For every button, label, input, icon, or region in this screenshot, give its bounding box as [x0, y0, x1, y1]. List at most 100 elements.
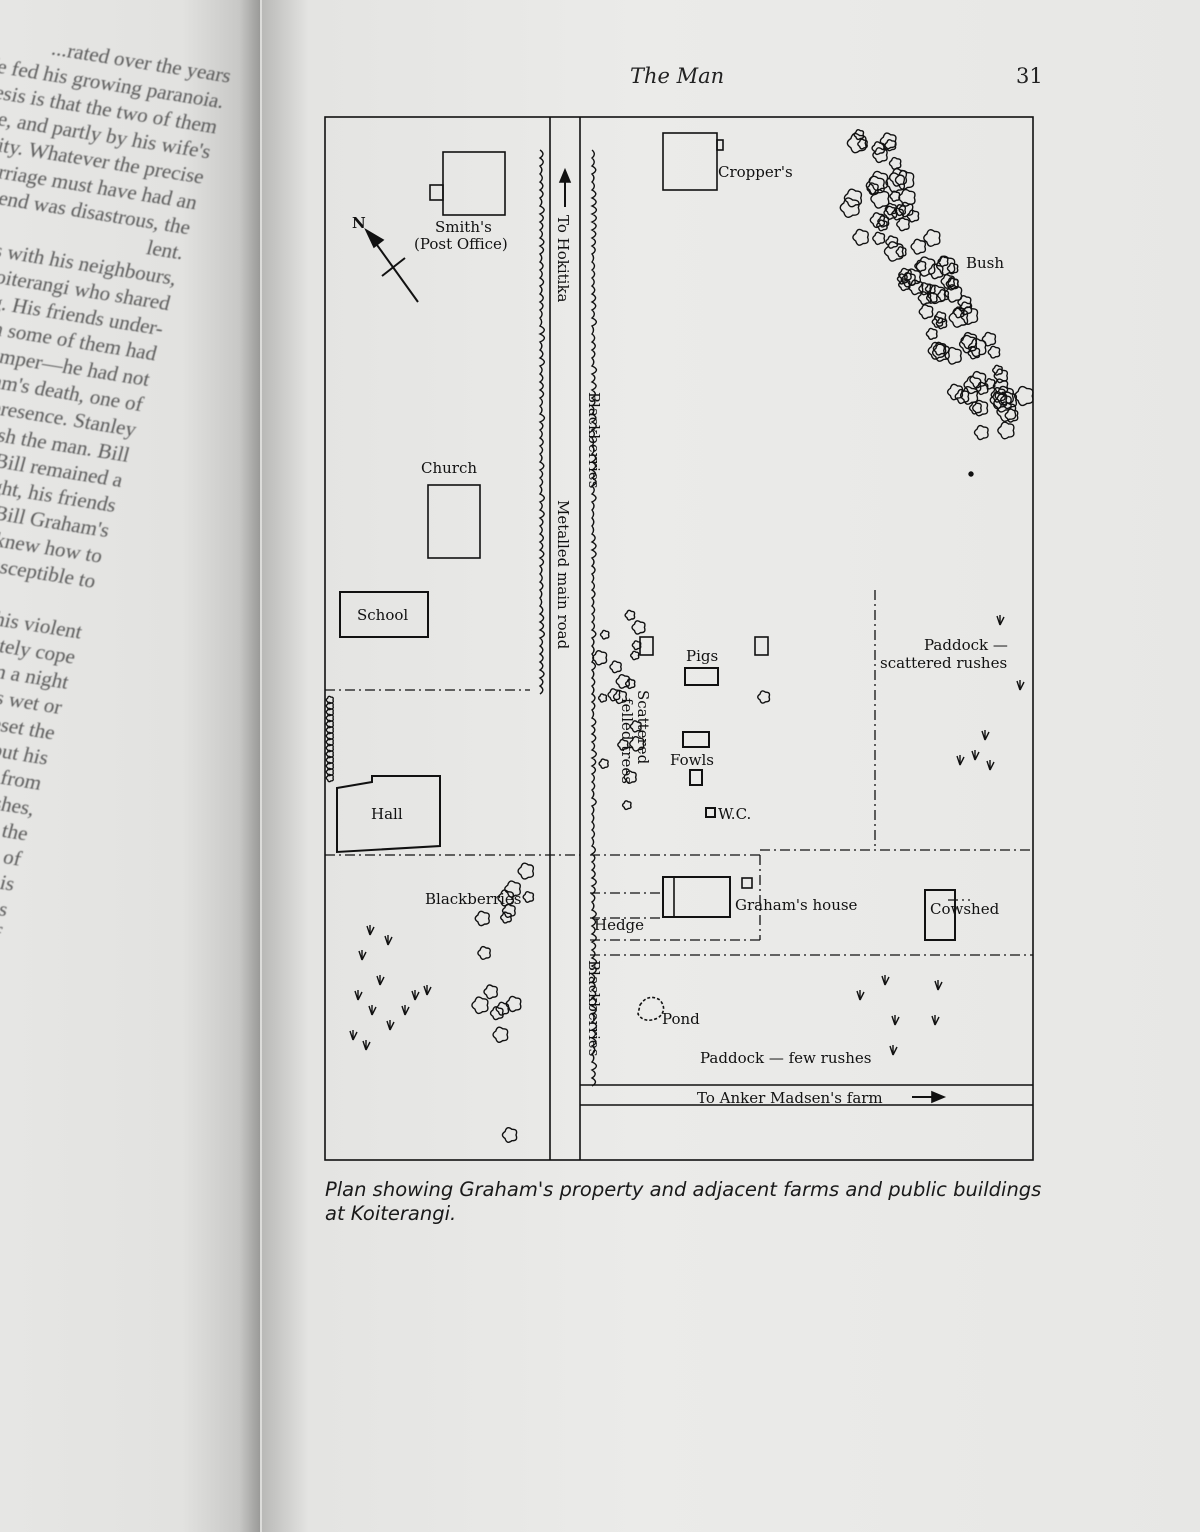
map-labels: N Smith's (Post Office) Cropper's Bush T… [352, 163, 1008, 1107]
blackberry-bush [477, 945, 491, 961]
rush-mark [376, 975, 385, 986]
felled-tree [615, 673, 631, 689]
figure-caption: Plan showing Graham's property and adjac… [325, 1178, 1042, 1225]
bush-clump [918, 304, 934, 320]
bush-clump [926, 284, 946, 305]
map-frame [324, 116, 1034, 1161]
bush-clump [872, 147, 888, 164]
bush-clump [757, 690, 771, 704]
label-paddock-few: Paddock — few rushes [700, 1049, 871, 1067]
rush-mark [368, 1005, 377, 1016]
pigs-sty [684, 667, 719, 686]
bush-clump [937, 255, 949, 268]
bush-clump [959, 386, 979, 405]
bush-clump [876, 219, 888, 232]
blackberry-bush [501, 903, 516, 918]
bush-clump [945, 277, 959, 291]
bush-clump [1004, 408, 1019, 423]
bush-clump [852, 228, 869, 246]
bush-clump [931, 315, 944, 328]
hall-building [336, 775, 441, 854]
bush-clump [883, 205, 898, 220]
label-pigs: Pigs [686, 647, 718, 665]
bush-clump [915, 256, 936, 277]
croppers-annex [716, 139, 724, 151]
rush-mark [996, 615, 1005, 626]
label-smiths: Smith's [435, 218, 492, 236]
bush-clump [958, 334, 978, 354]
bush-clump [898, 267, 912, 282]
bush-clump [996, 401, 1017, 422]
smiths-annex [429, 184, 444, 201]
label-paddock-1: Paddock — [924, 636, 1008, 654]
rush-mark [931, 1015, 940, 1026]
label-cowshed: Cowshed [930, 900, 1000, 918]
north-arrow [371, 237, 419, 303]
blackberry-bush [495, 1001, 510, 1016]
grahams-house-building [662, 876, 731, 918]
bush-clump [948, 307, 969, 328]
bush-clump [866, 182, 879, 196]
bush-clump [972, 399, 989, 417]
rush-mark [981, 730, 990, 741]
bush-clump [946, 262, 959, 275]
bush-clump [932, 341, 947, 356]
north-label: N [352, 214, 366, 232]
bush-clump [894, 169, 915, 191]
bush-clump [910, 238, 927, 255]
felled-tree [623, 770, 637, 785]
bush-clump [896, 217, 910, 232]
bush-clump [925, 291, 938, 304]
vegetation [325, 128, 1034, 1143]
blackberry-bush [483, 984, 498, 1000]
felled-tree [629, 720, 642, 733]
rush-mark [366, 925, 375, 936]
rush-mark [986, 760, 995, 771]
blackberry-bush [500, 911, 512, 924]
blackberry-bush [325, 773, 334, 783]
bush-clump [908, 279, 924, 296]
bush-clump [935, 317, 948, 330]
bush-clump [888, 156, 902, 170]
felled-tree [617, 738, 629, 751]
bush-clump [967, 346, 981, 360]
rush-mark [411, 990, 420, 1001]
left-page: ...rated over the years. The wife fed hi… [0, 0, 260, 1532]
label-felled-trees: felled trees [618, 698, 636, 784]
bush-clump [940, 273, 955, 289]
bush-clump [925, 327, 938, 341]
felled-tree [599, 629, 610, 640]
felled-tree [631, 620, 646, 635]
bush-clump [992, 364, 1003, 376]
fowls-shed [689, 769, 703, 786]
label-scattered: Scattered [634, 690, 652, 765]
bush-clump [857, 138, 868, 150]
bush-clump [879, 132, 897, 150]
felled-tree [609, 660, 622, 674]
label-church: Church [421, 459, 477, 477]
bush-clump [944, 346, 962, 365]
label-school: School [357, 606, 408, 624]
bush-clump [904, 268, 922, 286]
felled-tree [624, 678, 636, 690]
label-bush: Bush [966, 254, 1004, 272]
label-post-office: (Post Office) [414, 235, 508, 253]
fowls-house [682, 731, 710, 748]
label-to-hokitika: To Hokitika [554, 215, 572, 303]
bush-clump [884, 202, 897, 216]
bush-clump [896, 273, 908, 285]
croppers-building [662, 132, 718, 191]
map-dot [968, 471, 974, 477]
pond-outline [637, 996, 665, 1022]
bush-clump [1013, 385, 1034, 407]
bush-clump [839, 197, 860, 218]
bush-clump [884, 139, 897, 152]
bush-clump [853, 128, 865, 141]
label-metalled-road: Metalled main road [554, 500, 572, 650]
felled-tree [598, 758, 609, 769]
bush-clump [843, 188, 863, 208]
bush-clump [914, 259, 927, 273]
bush-clump [900, 271, 916, 288]
wc-building [705, 807, 716, 818]
rush-mark [934, 980, 943, 991]
